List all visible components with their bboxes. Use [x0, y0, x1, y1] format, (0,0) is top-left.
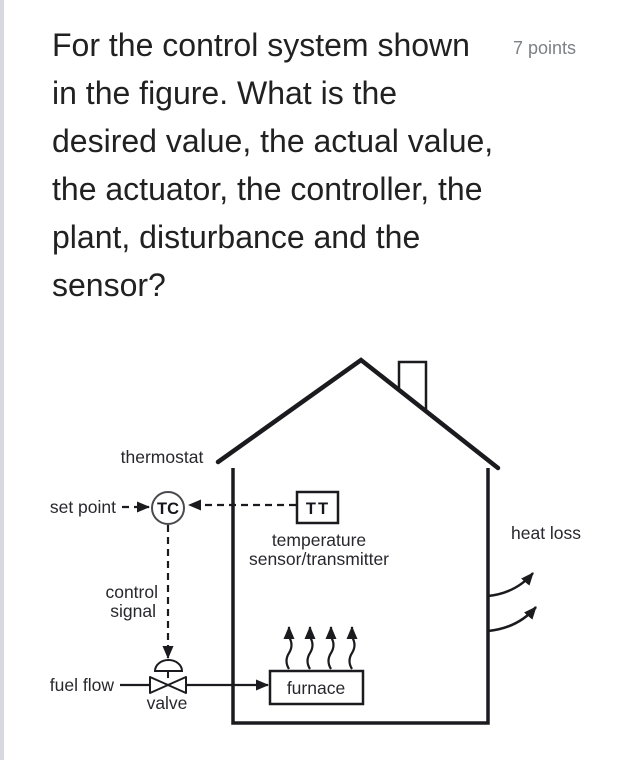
question-line: the actuator, the controller, the	[52, 171, 483, 207]
heat-loss-arrow	[487, 606, 537, 633]
temperature-transmitter-box	[295, 490, 340, 525]
points-badge: 7 points	[513, 38, 577, 58]
thermostat-controller-circle	[151, 491, 185, 525]
heat-wave-arrow	[283, 626, 295, 670]
question-text: For the control system shown in the figu…	[52, 21, 512, 309]
question-line: desired value, the actual value,	[52, 123, 494, 159]
heat-wave-arrow	[346, 626, 358, 670]
temperature-sensor-label-line2: sensor/transmitter	[249, 549, 389, 569]
question-line: in the figure. What is the	[52, 75, 398, 111]
heat-wave-arrow	[325, 626, 337, 670]
set-point-label: set point	[50, 497, 116, 517]
furnace-box	[268, 669, 365, 706]
page-edge-strip	[0, 0, 4, 760]
control-system-diagram: TC TT thermostat set point temperature s…	[50, 357, 581, 725]
question-line: For the control system shown	[52, 27, 470, 63]
question-line: plant, disturbance and the	[52, 219, 421, 255]
valve-label: valve	[147, 693, 188, 713]
heat-loss-arrow	[487, 572, 534, 598]
valve-icon	[167, 676, 187, 694]
heat-loss-label: heat loss	[511, 523, 581, 543]
chimney	[397, 360, 428, 412]
control-signal-label-line2: signal	[110, 601, 156, 621]
thermostat-label: thermostat	[121, 447, 204, 467]
temperature-sensor-label-line1: temperature	[272, 530, 366, 550]
transmitter-symbol: TT	[306, 500, 330, 518]
house-roof	[215, 357, 501, 471]
valve-actuator-icon	[153, 659, 184, 672]
heat-wave-arrow	[304, 626, 316, 670]
control-signal-label-line1: control	[105, 582, 158, 602]
question-line: sensor?	[52, 267, 166, 303]
controller-symbol: TC	[157, 500, 179, 518]
fuel-flow-label: fuel flow	[50, 675, 115, 695]
valve-icon	[149, 676, 169, 694]
furnace-label: furnace	[287, 678, 345, 698]
